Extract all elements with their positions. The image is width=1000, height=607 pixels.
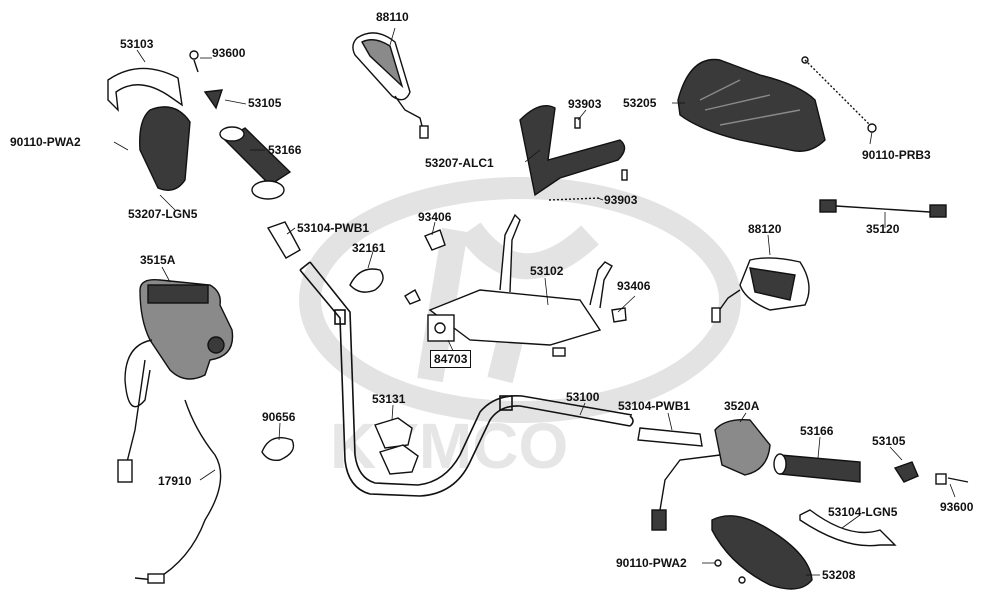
label-53104-pwb1-b: 53104-PWB1	[618, 399, 691, 413]
label-90110-pwa2: 90110-PWA2	[10, 135, 81, 149]
label-53166-b: 53166	[800, 424, 834, 438]
leader-lines	[113, 27, 956, 576]
label-93903: 93903	[568, 97, 602, 111]
label-93903-b: 93903	[604, 193, 638, 207]
label-17910: 17910	[158, 474, 192, 488]
label-53105-b: 53105	[872, 434, 906, 448]
label-53166: 53166	[268, 143, 302, 157]
label-90110-pwa2-b: 90110-PWA2	[616, 556, 687, 570]
mirror-left-part	[352, 32, 429, 139]
label-88120: 88120	[748, 222, 782, 236]
left-master-cylinder-part	[117, 279, 234, 584]
label-53100: 53100	[566, 390, 600, 404]
label-53102: 53102	[530, 264, 564, 278]
label-53207-lgn5: 53207-LGN5	[128, 207, 198, 221]
label-84703: 84703	[430, 350, 472, 368]
left-grip-part	[219, 126, 301, 259]
watermark-text: KYMCO	[330, 410, 568, 482]
handlebar-part	[299, 261, 634, 497]
meter-bracket-part	[404, 213, 627, 357]
label-53208: 53208	[822, 568, 856, 582]
label-53105: 53105	[248, 96, 282, 110]
label-88110: 88110	[376, 10, 409, 24]
label-53131: 53131	[372, 392, 406, 406]
label-93600: 93600	[212, 46, 246, 60]
label-93406: 93406	[418, 210, 452, 224]
label-53103: 53103	[120, 37, 154, 51]
label-53104-lgn5: 53104-LGN5	[828, 505, 898, 519]
right-handguard-part	[711, 509, 897, 590]
label-90656: 90656	[262, 410, 296, 424]
center-cover-part	[519, 105, 628, 201]
label-53104-pwb1: 53104-PWB1	[297, 221, 370, 235]
windscreen-part	[677, 56, 877, 152]
mirror-right-part	[711, 257, 810, 323]
clip-32161-part	[349, 268, 384, 293]
clip-90656-part	[261, 437, 295, 462]
handlebar-holder-part	[374, 417, 419, 475]
label-35120: 35120	[866, 222, 900, 236]
right-grip-part	[773, 453, 969, 485]
label-3520a: 3520A	[724, 399, 760, 413]
label-32161: 32161	[352, 241, 386, 255]
cable-35120-part	[819, 199, 947, 218]
label-93600-b: 93600	[940, 500, 974, 514]
label-90110-prb3: 90110-PRB3	[862, 148, 931, 162]
label-93406-b: 93406	[617, 279, 651, 293]
label-3515a: 3515A	[140, 253, 176, 267]
left-handguard-part	[107, 50, 224, 191]
label-53207-alc1: 53207-ALC1	[425, 156, 494, 170]
right-switch-part	[651, 419, 771, 531]
right-bar-end-part	[637, 427, 703, 447]
label-53205: 53205	[623, 96, 657, 110]
